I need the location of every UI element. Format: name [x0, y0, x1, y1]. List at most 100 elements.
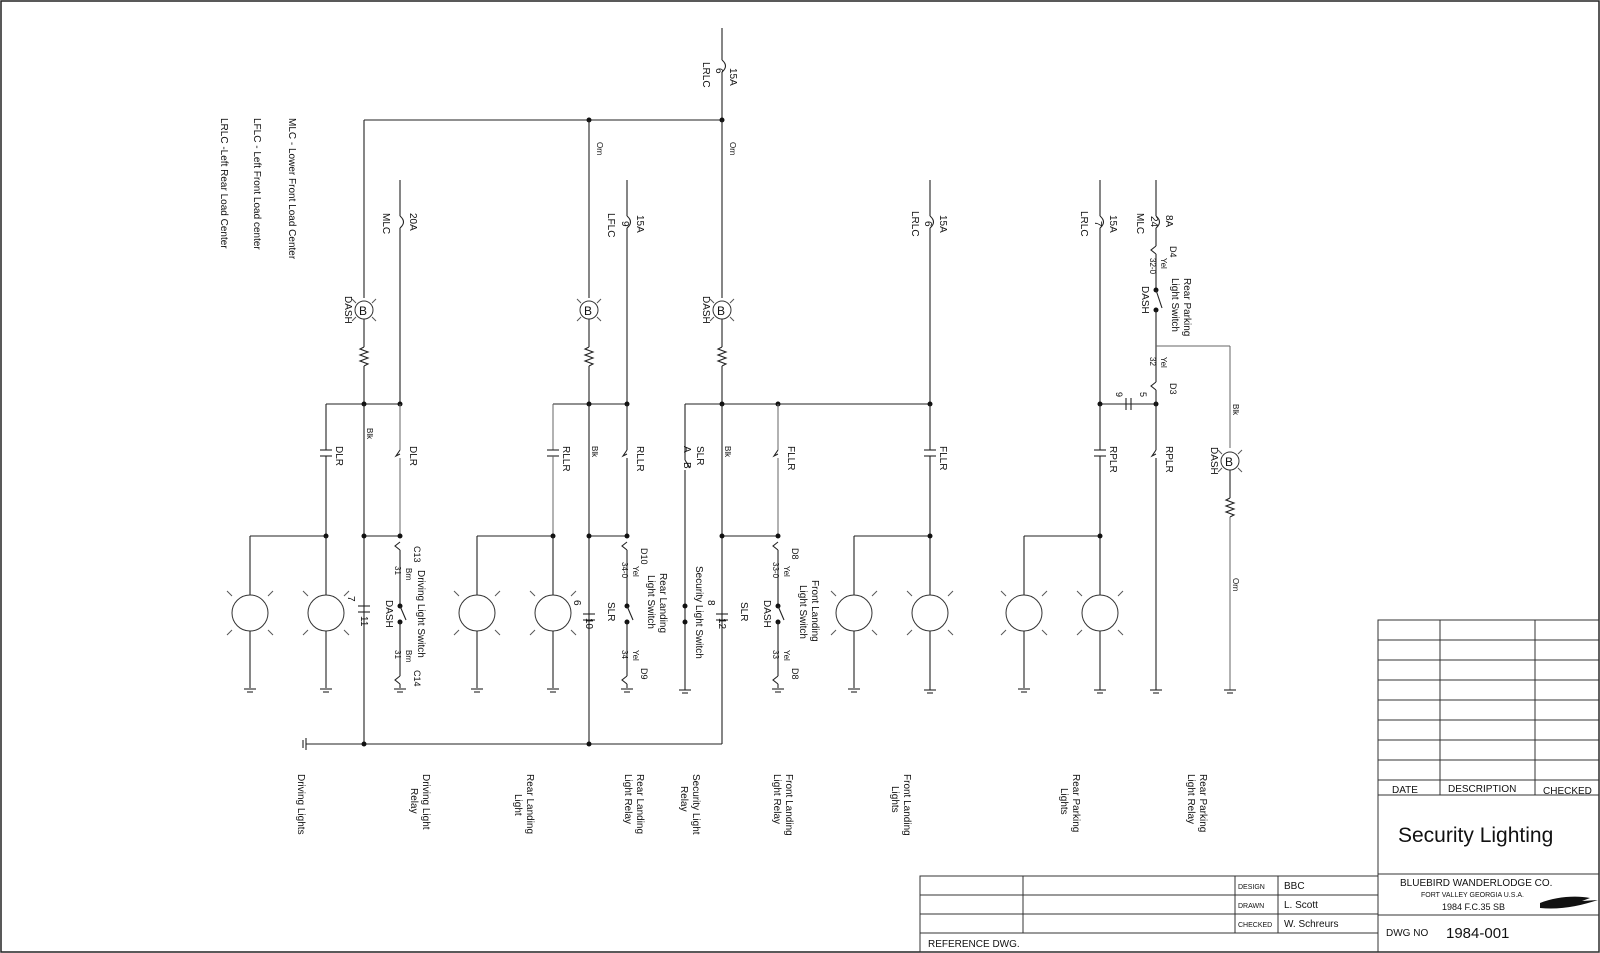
relay-fllr-contact: FLLR	[937, 446, 948, 470]
pin-slr-top: 8	[705, 600, 716, 606]
label-front-landing-lights-1: Front Landing	[901, 774, 912, 836]
fuse-amps: 8A	[1163, 215, 1174, 228]
breaker-glyph: B	[359, 304, 367, 318]
dash-breaker-1: B DASH	[342, 296, 377, 324]
conn-32-0: 32-0	[1148, 258, 1157, 275]
relay-rplr-coil: RPLR	[1163, 446, 1174, 473]
breaker-glyph: B	[1225, 455, 1233, 469]
rear-landing-lamp-1	[453, 590, 501, 688]
fuse-lrlc-15a-rear: 15A 7 LRLC	[1078, 180, 1118, 404]
wire-color-yel: Yel	[631, 566, 640, 577]
fuse-source: LRLC	[1078, 211, 1089, 237]
relay-dlr: DLR	[333, 446, 344, 466]
load-center-legend: MLC - Lower Front Load Center LFLC - Lef…	[218, 118, 297, 260]
conn-c14: C14	[412, 670, 422, 687]
conn-d3: D3	[1168, 383, 1178, 395]
front-landing-lamp-2	[906, 590, 954, 636]
switch-rear-landing-2: Light Switch	[645, 575, 656, 629]
fllr-switch: D8 Yel 33-0 DASH Front Landing Light Swi…	[761, 541, 820, 688]
dlr-pins-and-switch: 7 11 C13 Brn 31 DASH Driving Light Switc…	[345, 541, 426, 688]
fllr-contacts: FLLR FLLR	[772, 404, 948, 690]
label-driving-lights: Driving Lights	[295, 774, 306, 835]
label-driving-light-relay-2: Relay	[408, 788, 419, 814]
conn-33-0: 33-0	[771, 562, 780, 579]
relay-dlr-coil: DLR	[407, 446, 418, 466]
label-front-landing-relay-2: Light Relay	[771, 774, 782, 824]
conn-d10: D10	[639, 548, 649, 565]
fuse-mlc-8a: 8A 24 MLC	[1134, 180, 1174, 246]
rev-date-header: DATE	[1392, 785, 1418, 796]
relay-bus-lines	[326, 401, 1159, 407]
wire-color-blk: Blk	[590, 446, 599, 458]
pin-rllr-bottom: 10	[583, 618, 594, 630]
wire-color-blk: Blk	[365, 428, 374, 440]
conn-33: 33	[771, 650, 780, 659]
pin-slr-bottom: 12	[716, 618, 727, 630]
dash-label: DASH	[761, 600, 772, 628]
relay-rllr-coil: RLLR	[634, 446, 645, 472]
design-label: DESIGN	[1238, 884, 1265, 891]
checked-value: W. Schreurs	[1284, 919, 1338, 930]
slr-contacts: SLR A B	[681, 404, 723, 744]
fuse-mlc-20a: 20A MLC	[380, 180, 418, 404]
fuse-amps: 15A	[634, 215, 645, 233]
label-rear-parking-lights-1: Rear Parking	[1070, 774, 1081, 832]
wire-color-yel: Yel	[631, 650, 640, 661]
rear-parking-lamp-2	[1076, 590, 1124, 636]
label-rear-parking-relay-2: Light Relay	[1185, 774, 1196, 824]
breaker-glyph: B	[717, 304, 725, 318]
fuse-num: 9	[619, 221, 630, 227]
conn-d4: D4	[1168, 246, 1178, 258]
fuse-amps: 15A	[937, 215, 948, 233]
circuit-labels: Driving Lights Driving Light Relay Rear …	[295, 774, 1208, 836]
wire-color-orn: Orn	[1231, 578, 1240, 591]
dash-breaker-2: B	[576, 298, 602, 322]
main-feed-num: 6	[713, 68, 724, 74]
switch-driving: Driving Light Switch	[415, 570, 426, 658]
slr-pins-and-switch: 8 12 SLR Security Light Switch	[682, 566, 749, 659]
relay-slr-ref: SLR	[605, 602, 616, 621]
dash-label: DASH	[1208, 447, 1219, 475]
wire-color-orn-1: Orn	[595, 142, 604, 155]
fuse-amps: 20A	[407, 213, 418, 231]
breaker-glyph: B	[584, 304, 592, 318]
wire-color-orn-2: Orn	[728, 142, 737, 155]
reference-dwg-label: REFERENCE DWG.	[928, 939, 1020, 950]
conn-31b: 31	[393, 650, 402, 659]
fuse-source: LRLC	[909, 211, 920, 237]
fuse-lflc-15a: 15A 9 LFLC	[605, 180, 645, 404]
ground-symbols	[244, 688, 1236, 694]
bottom-ground-bus	[302, 738, 722, 750]
label-security-relay-2: Relay	[678, 786, 689, 812]
conn-d8b: D8	[790, 668, 800, 680]
bluebird-logo	[1540, 896, 1598, 909]
fuse-num: 6	[922, 221, 933, 227]
relay-slr: SLR	[694, 446, 705, 465]
switch-security: Security Light Switch	[693, 566, 704, 659]
relay-rllr: RLLR	[560, 446, 571, 472]
label-rear-landing-relay-1: Rear Landing	[634, 774, 645, 834]
checked-label: CHECKED	[1238, 922, 1272, 929]
revision-table: DATE DESCRIPTION CHECKED	[1377, 619, 1600, 797]
dash-label: DASH	[383, 600, 394, 628]
label-rear-parking-relay-1: Rear Parking	[1197, 774, 1208, 832]
wire-color-yel: Yel	[782, 566, 791, 577]
driving-light-lamp-2	[302, 590, 350, 688]
dash-label: DASH	[342, 296, 353, 324]
relay-slr-ref: SLR	[738, 602, 749, 621]
fuse-lrlc-15a-front: 15A 6 LRLC	[909, 180, 948, 404]
fuse-source: MLC	[1134, 213, 1145, 234]
relay-slr-b: B	[681, 462, 692, 469]
vehicle-model: 1984 F.C.35 SB	[1442, 902, 1505, 912]
resistors	[358, 319, 728, 404]
conn-c13: C13	[412, 546, 422, 563]
switch-front-landing-1: Front Landing	[809, 580, 820, 642]
wire-color-brn: Brn	[404, 568, 413, 580]
conn-34-0: 34-0	[620, 562, 629, 579]
conn-9: 9	[1114, 392, 1124, 397]
wire-color-yel: Yel	[1159, 258, 1168, 269]
rev-checked-header: CHECKED	[1543, 786, 1592, 797]
label-security-relay-1: Security Light	[690, 774, 701, 835]
